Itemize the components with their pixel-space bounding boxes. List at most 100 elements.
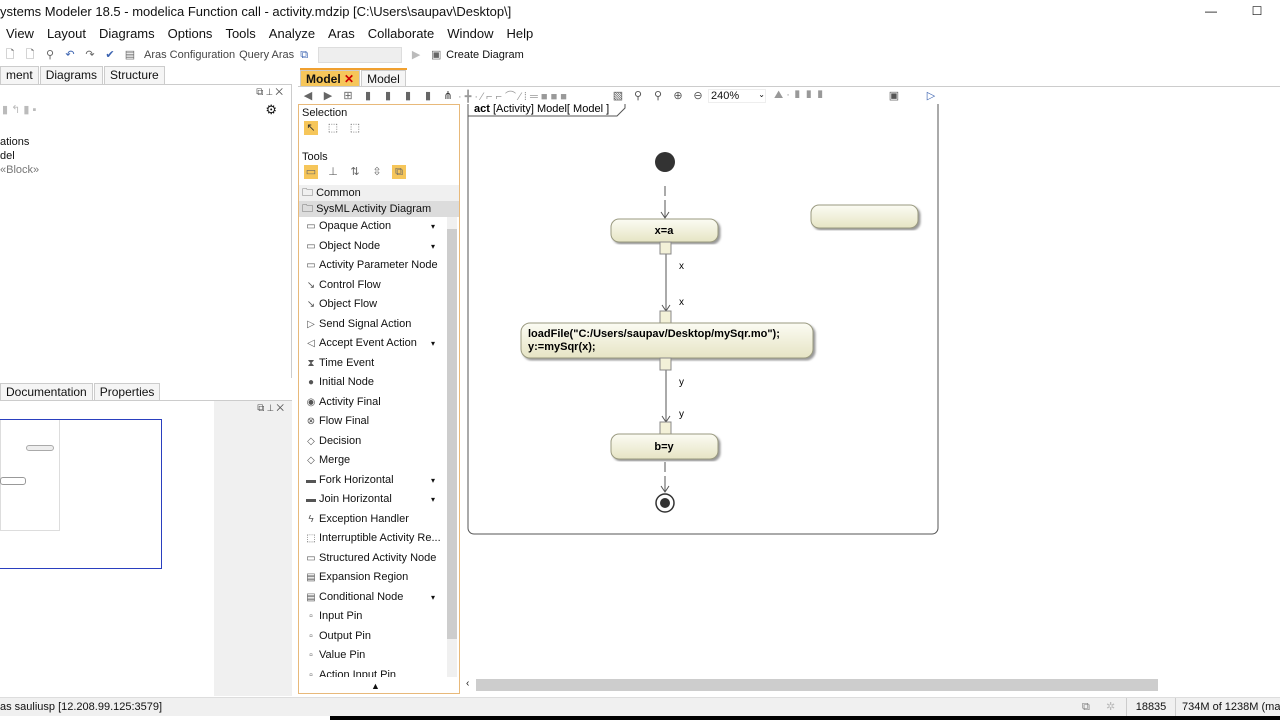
- input-pin[interactable]: [659, 421, 672, 435]
- server-icon[interactable]: ⧉: [1082, 701, 1090, 713]
- aras-configuration-button[interactable]: Aras Configuration: [144, 49, 236, 61]
- back-icon[interactable]: ◀: [303, 89, 313, 102]
- menu-layout[interactable]: Layout: [46, 26, 86, 41]
- query-aras-button[interactable]: Query Aras: [239, 49, 295, 61]
- palette-item-decision[interactable]: ◇Decision: [299, 432, 447, 452]
- containment-icon[interactable]: ⊞: [343, 89, 353, 102]
- tab-documentation[interactable]: Documentation: [0, 383, 93, 401]
- palette-item-activity-parameter-node[interactable]: ▭Activity Parameter Node: [299, 256, 447, 276]
- path-style-icons[interactable]: · ╋ · ⁄ ⌐ ⌐ ⌒ ⁄ ⁞ ═ ■ ■ ■: [458, 90, 567, 103]
- tool-icon[interactable]: ⊥: [328, 166, 338, 178]
- palette-scrollbar[interactable]: [447, 217, 457, 677]
- menu-tools[interactable]: Tools: [225, 26, 256, 41]
- more-options-icon[interactable]: ▾: [430, 475, 435, 485]
- palette-item-flow-final[interactable]: ⊗Flow Final: [299, 412, 447, 432]
- zoom-in-icon[interactable]: ⊕: [673, 89, 683, 102]
- tool-icon[interactable]: ⇳: [372, 166, 382, 178]
- memory-usage[interactable]: 734M of 1238M (ma: [1182, 698, 1280, 717]
- initial-node[interactable]: [655, 152, 675, 172]
- palette-group-sysml-activity[interactable]: 🗀 SysML Activity Diagram: [299, 201, 459, 217]
- tab-containment[interactable]: ment: [0, 66, 39, 84]
- undo-icon[interactable]: ↶: [65, 49, 75, 61]
- menu-aras[interactable]: Aras: [328, 26, 355, 41]
- gc-icon[interactable]: ✲: [1106, 701, 1116, 713]
- tree-item[interactable]: del: [0, 150, 15, 162]
- tab-properties[interactable]: Properties: [93, 383, 161, 401]
- settings-gear-icon[interactable]: ⚙: [265, 102, 277, 117]
- redo-icon[interactable]: ↷: [85, 49, 95, 61]
- palette-item-accept-event-action[interactable]: ◁Accept Event Action▾: [299, 334, 447, 354]
- minimize-button[interactable]: —: [1205, 4, 1217, 18]
- play-icon[interactable]: ▶: [411, 49, 421, 61]
- menu-options[interactable]: Options: [167, 26, 213, 41]
- palette-scroll-up-icon[interactable]: ▲: [371, 681, 380, 691]
- palette-item-send-signal-action[interactable]: ▷Send Signal Action: [299, 315, 447, 335]
- palette-item-merge[interactable]: ◇Merge: [299, 451, 447, 471]
- maximize-button[interactable]: ☐: [1251, 4, 1263, 18]
- close-tab-icon[interactable]: ✕: [344, 72, 355, 86]
- palette-item-expansion-region[interactable]: ▤Expansion Region: [299, 568, 447, 588]
- tab-model-active[interactable]: Model ✕: [300, 70, 361, 86]
- menu-view[interactable]: View: [6, 26, 34, 41]
- palette-item-fork-horizontal[interactable]: ▬Fork Horizontal▾: [299, 471, 447, 491]
- aras-combo[interactable]: [318, 47, 403, 63]
- output-pin[interactable]: [659, 241, 672, 255]
- tool-icon[interactable]: ▭: [304, 165, 318, 179]
- more-options-icon[interactable]: ▾: [430, 222, 435, 231]
- palette-item-action-input-pin[interactable]: ▫Action Input Pin: [299, 666, 447, 678]
- tree-item[interactable]: ations: [0, 136, 30, 148]
- horizontal-scrollbar[interactable]: ‹: [462, 678, 1280, 692]
- notes-icon[interactable]: ▤: [124, 49, 136, 61]
- symbol-properties-icon[interactable]: ▧: [612, 89, 624, 102]
- zoom-out-icon[interactable]: ⊖: [693, 89, 703, 102]
- save-layout-icon[interactable]: ▣: [888, 89, 900, 102]
- validate-icon[interactable]: ✔: [105, 49, 115, 61]
- palette-item-join-horizontal[interactable]: ▬Join Horizontal▾: [299, 490, 447, 510]
- palette-item-value-pin[interactable]: ▫Value Pin: [299, 646, 447, 666]
- palette-item-opaque-action[interactable]: ▭Opaque Action▾: [299, 217, 447, 237]
- palette-item-structured-activity-node[interactable]: ▭Structured Activity Node: [299, 549, 447, 569]
- lasso-icon[interactable]: ⬚: [349, 122, 361, 134]
- layout-icon[interactable]: ⋔: [443, 89, 453, 102]
- delete-icon[interactable]: ▮: [404, 89, 412, 102]
- action-b-equals-y[interactable]: [610, 433, 719, 460]
- create-diagram-button[interactable]: Create Diagram: [446, 49, 524, 61]
- tab-model[interactable]: Model: [361, 70, 406, 86]
- palette-item-activity-final[interactable]: ◉Activity Final: [299, 393, 447, 413]
- pointer-icon[interactable]: ↖: [304, 121, 318, 135]
- tool-icon[interactable]: ⧉: [392, 165, 406, 179]
- paste-icon[interactable]: ▮: [384, 89, 392, 102]
- palette-item-control-flow[interactable]: ↘Control Flow: [299, 276, 447, 296]
- aras-sync-icon[interactable]: ⧉: [300, 49, 309, 61]
- scroll-left-icon[interactable]: ‹: [466, 678, 470, 689]
- arrange-icons[interactable]: ⛰ · ▮ ▮ ▮: [774, 89, 825, 101]
- palette-item-interruptible-activity-re[interactable]: ⬚Interruptible Activity Re...: [299, 529, 447, 549]
- zoom-fit-icon[interactable]: ⚲: [633, 89, 643, 102]
- menu-window[interactable]: Window: [447, 26, 494, 41]
- menu-analyze[interactable]: Analyze: [268, 26, 316, 41]
- diagram-canvas[interactable]: act [Activity] Model[ Model ] x=a x x lo…: [462, 95, 1280, 678]
- more-options-icon[interactable]: ▾: [430, 241, 435, 251]
- palette-item-object-flow[interactable]: ↘Object Flow: [299, 295, 447, 315]
- panel-window-controls[interactable]: ⧉ ⊥ ✕: [257, 403, 284, 414]
- tab-structure[interactable]: Structure: [104, 66, 165, 84]
- palette-group-common[interactable]: 🗀 Common: [299, 185, 459, 201]
- copy-icon[interactable]: ▮: [364, 89, 372, 102]
- tree-item[interactable]: «Block»: [0, 164, 40, 176]
- output-pin[interactable]: [659, 357, 672, 371]
- print-icon[interactable]: 🗋: [25, 49, 35, 61]
- marquee-icon[interactable]: ⬚: [327, 122, 339, 134]
- more-options-icon[interactable]: ▾: [430, 339, 435, 348]
- zoom-level-select[interactable]: 240%⌄: [708, 88, 766, 103]
- panel-window-controls[interactable]: ⧉ ⊥ ✕: [256, 87, 283, 98]
- clone-icon[interactable]: ▮: [424, 89, 432, 102]
- activity-frame[interactable]: [467, 95, 939, 535]
- tool-icon[interactable]: ⇅: [350, 166, 360, 178]
- viewport-rectangle[interactable]: [0, 419, 162, 569]
- palette-item-time-event[interactable]: ⧗Time Event: [299, 354, 447, 374]
- zoom-actual-icon[interactable]: ⚲: [653, 89, 663, 102]
- palette-item-input-pin[interactable]: ▫Input Pin: [299, 607, 447, 627]
- palette-item-initial-node[interactable]: ●Initial Node: [299, 373, 447, 393]
- menu-collaborate[interactable]: Collaborate: [367, 26, 435, 41]
